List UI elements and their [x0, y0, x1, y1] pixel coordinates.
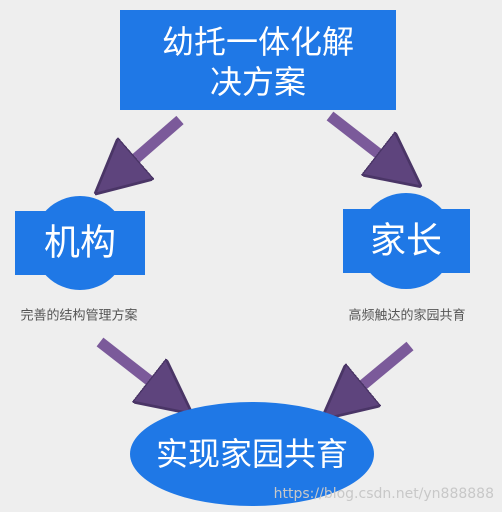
- institution-node: [15, 196, 145, 290]
- arrow-top-to-right: [326, 111, 397, 168]
- institution-caption: 完善的结构管理方案: [20, 308, 137, 324]
- arrow-right-to-bottom: [345, 341, 414, 400]
- arrow-top-to-left: [118, 115, 184, 174]
- parent-caption: 高频触达的家园共育: [348, 308, 465, 324]
- solution-title-line2: 决方案: [210, 63, 306, 101]
- co-education-ellipse: [130, 402, 374, 506]
- co-education-label: 实现家园共育: [156, 435, 348, 473]
- arrow-left-to-bottom: [96, 337, 168, 395]
- solution-box: [120, 10, 396, 110]
- watermark-url: https://blog.csdn.net/yn888888: [274, 486, 494, 502]
- institution-label: 机构: [44, 223, 116, 264]
- parent-label: 家长: [370, 221, 442, 262]
- solution-title-line1: 幼托一体化解: [162, 23, 354, 61]
- parent-node: [343, 193, 470, 289]
